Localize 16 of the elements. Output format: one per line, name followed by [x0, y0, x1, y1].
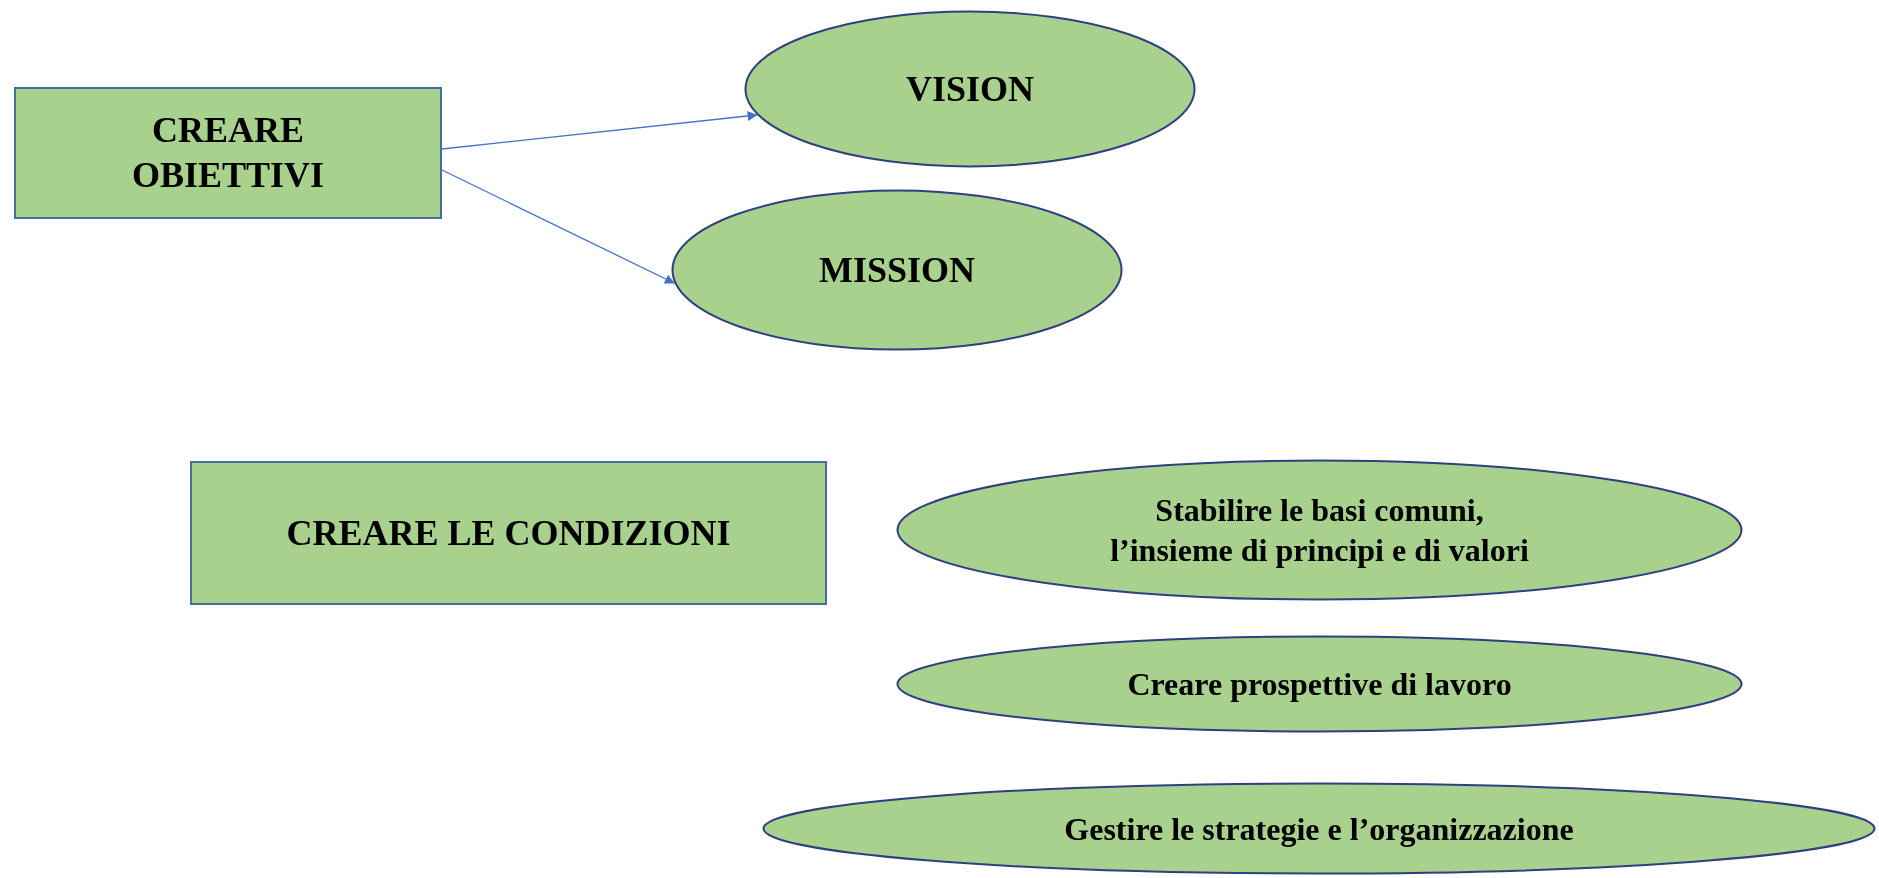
node-label: Stabilire le basi comuni, l’insieme di principi e di valori [1109, 491, 1530, 570]
ellipse-node [762, 782, 1876, 875]
node-label: CREARE LE CONDIZIONI [286, 511, 731, 555]
ellipse-node [671, 189, 1123, 351]
ellipse-node [744, 10, 1196, 168]
node-label: CREARE OBIETTIVI [130, 109, 326, 197]
process-box [14, 87, 442, 219]
node-label: Gestire le strategie e l’organizzazione [1064, 809, 1574, 849]
arrow [441, 111, 758, 150]
process-box [190, 461, 827, 605]
node-label: MISSION [818, 248, 975, 292]
node-label: Creare prospettive di lavoro [1127, 665, 1512, 704]
arrow [441, 169, 675, 284]
node-label: VISION [905, 67, 1034, 111]
ellipse-node [896, 459, 1743, 601]
ellipse-node [896, 635, 1743, 733]
